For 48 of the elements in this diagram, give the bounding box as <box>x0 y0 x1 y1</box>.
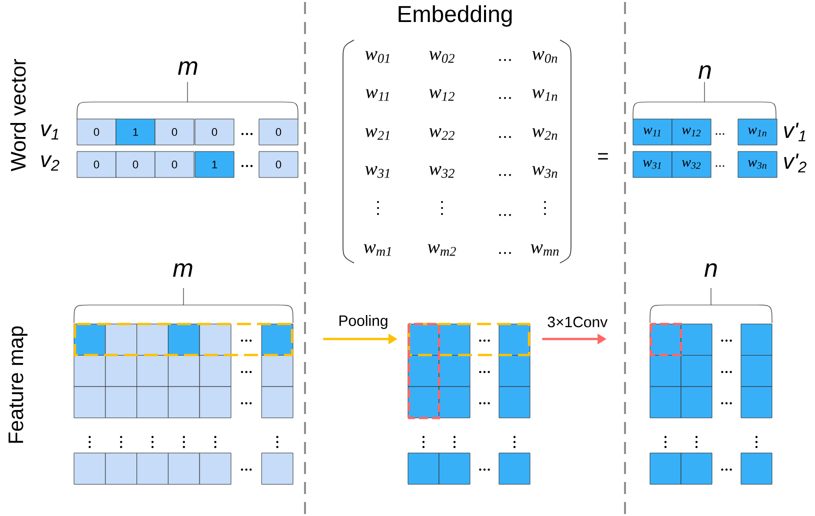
dimension-letter: n <box>704 263 717 277</box>
matrix-entry: w$_{01}$ <box>365 51 390 63</box>
vector-cell: w$_{32}$ <box>672 151 712 178</box>
matrix-entry: w$_{m2}$ <box>428 244 456 256</box>
equals-sign: = <box>598 153 608 160</box>
vector-cell: 0 <box>154 118 194 146</box>
vector-cell: w$_{12}$ <box>672 118 712 146</box>
matrix-entry: w$_{21}$ <box>365 128 390 140</box>
matrix-entry: w$_{m1}$ <box>364 244 391 256</box>
matrix-entry: w$_{02}$ <box>429 51 454 63</box>
vector-cell: w$_{31}$ <box>632 151 672 178</box>
vector-cell: 0 <box>258 151 298 178</box>
dimension-letter: m <box>173 263 192 277</box>
matrix-entry: w$_{3n}$ <box>532 166 558 178</box>
feature-map-grid <box>408 322 530 485</box>
matrix-entry: w$_{22}$ <box>429 128 454 140</box>
edge-label: Pooling <box>339 315 388 329</box>
side-heading: Feature map <box>8 326 28 443</box>
matrix-entry: w$_{1n}$ <box>532 89 558 101</box>
matrix-entry: w$_{31}$ <box>365 166 390 178</box>
dimension-letter: m <box>178 61 198 75</box>
heading: Embedding <box>398 5 512 27</box>
vector-cell: w$_{11}$ <box>632 118 672 146</box>
vector-cell: 0 <box>76 118 116 146</box>
matrix-entry: w$_{2n}$ <box>532 128 558 140</box>
matrix-entry: w$_{mn}$ <box>530 244 559 256</box>
matrix-entry: w$_{12}$ <box>429 89 454 101</box>
vector-name: v$_{1}$ <box>41 124 58 140</box>
vector-cell: 0 <box>154 151 194 178</box>
vector-cell: 0 <box>194 118 234 146</box>
feature-map-grid <box>650 322 772 485</box>
edge-label: 3×1Conv <box>548 316 608 328</box>
vector-cell: 0 <box>76 151 116 178</box>
vector-name: v$_{2}$ <box>41 155 60 171</box>
matrix-entry: w$_{11}$ <box>366 89 389 101</box>
vector-cell: w$_{1n}$ <box>738 118 778 146</box>
vector-cell: 1 <box>116 118 156 146</box>
feature-map-grid <box>74 322 294 485</box>
dimension-letter: n <box>698 65 711 79</box>
vector-cell: 0 <box>258 118 298 146</box>
side-heading: Word vector <box>10 58 26 172</box>
vector-cell: 0 <box>116 151 156 178</box>
matrix-entry: w$_{32}$ <box>429 166 454 178</box>
vector-name: v'$_{1}$ <box>784 122 806 142</box>
vector-cell: w$_{3n}$ <box>738 151 778 178</box>
vector-name: v'$_{2}$ <box>784 154 806 172</box>
vector-cell: 1 <box>194 151 234 178</box>
matrix-entry: w$_{0n}$ <box>532 51 558 63</box>
